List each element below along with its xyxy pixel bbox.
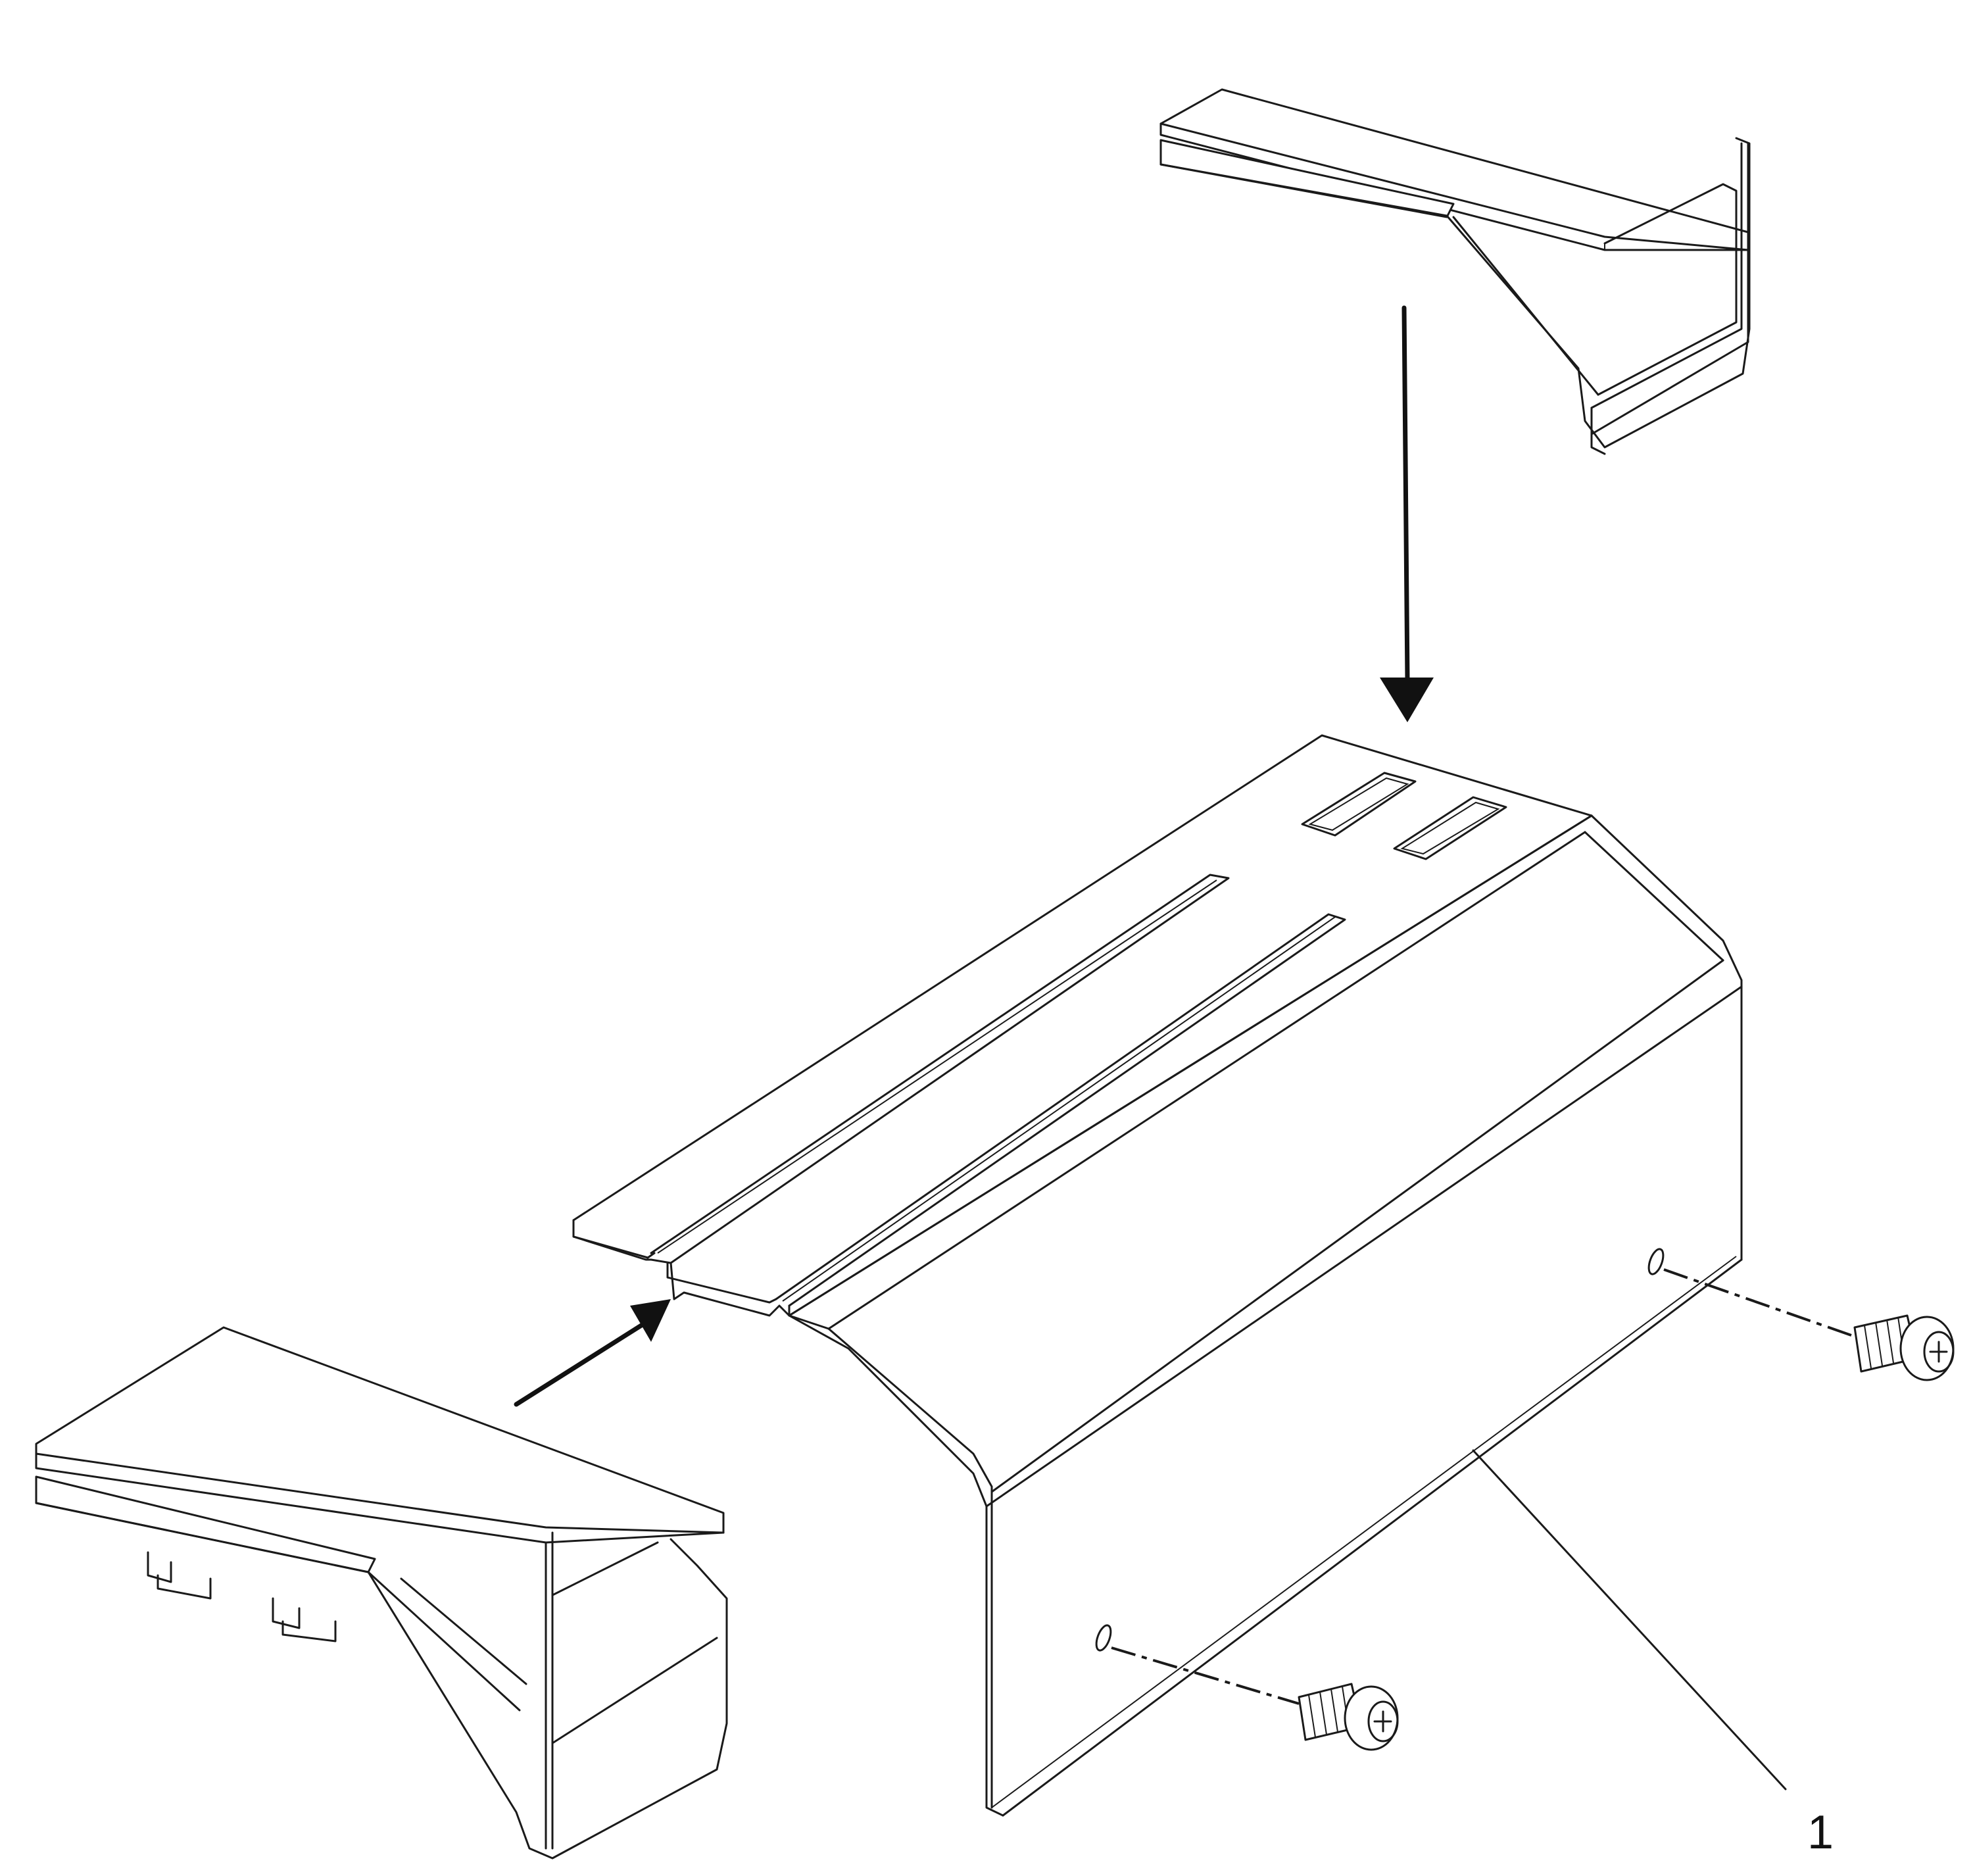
screw-icon: [1298, 1683, 1399, 1751]
leader-line: [1472, 1449, 1787, 1790]
end-cap-top: [1159, 88, 1751, 455]
end-cap-left: [35, 1326, 728, 1860]
screw-icon: [1853, 1314, 1955, 1381]
screw-right: [1663, 1268, 1955, 1381]
diagonal-arrow-icon: [514, 1299, 671, 1407]
callout-1: 1: [1472, 1449, 1834, 1859]
main-bracket: [572, 734, 1743, 1817]
down-arrow-icon: [1380, 305, 1434, 722]
screw-left: [1111, 1646, 1399, 1751]
callout-label: 1: [1807, 1806, 1834, 1859]
